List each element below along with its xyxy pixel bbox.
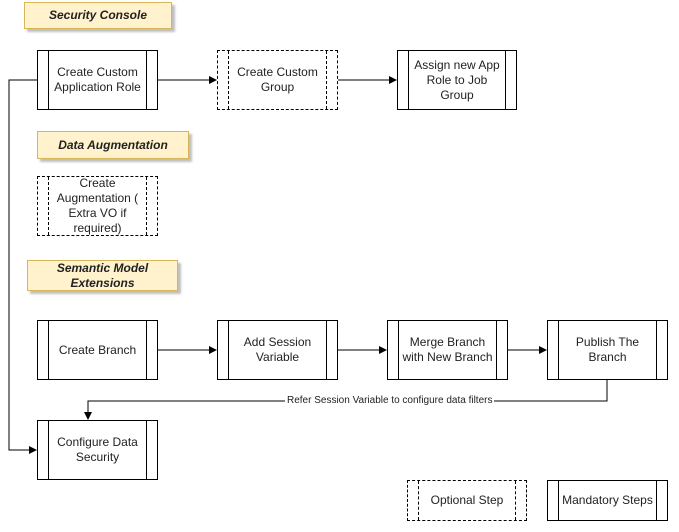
edge-label-refer-session-variable: Refer Session Variable to configure data… [285,395,495,406]
section-semantic-model: Semantic Model Extensions [27,260,178,291]
node-merge-branch-label: Merge Branch with New Branch [402,335,493,364]
section-security-console-label: Security Console [48,8,148,22]
node-create-custom-app-role: Create Custom Application Role [37,50,158,110]
node-configure-data-security: Configure Data Security [37,420,158,480]
node-create-augmentation: Create Augmentation ( Extra VO if requir… [37,176,158,236]
node-assign-app-role-label: Assign new App Role to Job Group [414,57,500,102]
legend-mandatory-steps-label: Mandatory Steps [562,493,653,507]
section-security-console: Security Console [24,2,172,29]
node-publish-branch: Publish The Branch [547,320,668,380]
node-configure-data-security-label: Configure Data Security [57,435,138,464]
arrow-app-role-to-configure [8,79,37,454]
node-create-augmentation-label: Create Augmentation ( Extra VO if requir… [56,176,139,235]
node-create-branch-label: Create Branch [58,342,137,357]
node-add-session-variable-label: Add Session Variable [243,335,312,364]
section-semantic-model-label: Semantic Model Extensions [56,260,149,290]
section-data-augmentation-label: Data Augmentation [58,137,168,152]
legend-optional-step-label: Optional Step [430,493,504,507]
node-create-custom-group-label: Create Custom Group [237,65,318,94]
node-add-session-variable: Add Session Variable [217,320,338,380]
node-publish-branch-label: Publish The Branch [575,335,640,364]
legend-mandatory-steps: Mandatory Steps [547,480,668,521]
node-merge-branch: Merge Branch with New Branch [387,320,508,380]
node-assign-app-role: Assign new App Role to Job Group [397,50,517,110]
section-data-augmentation: Data Augmentation [37,131,189,159]
node-create-custom-app-role-label: Create Custom Application Role [54,65,141,94]
legend-optional-step: Optional Step [407,480,527,521]
node-create-custom-group: Create Custom Group [217,50,338,110]
node-create-branch: Create Branch [37,320,158,380]
